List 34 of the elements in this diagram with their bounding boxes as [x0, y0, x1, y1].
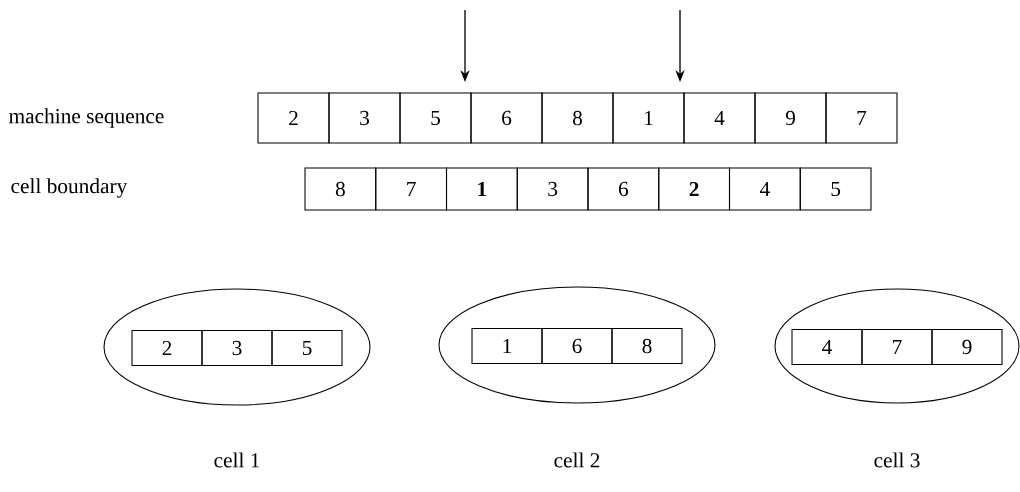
cell-ellipse — [438, 286, 716, 404]
sequence-cell: 4 — [683, 92, 756, 144]
cell-ellipse — [103, 288, 371, 406]
sequence-cell: 7 — [375, 167, 448, 211]
cell-ellipse — [774, 288, 1020, 404]
machine-box: 6 — [541, 327, 613, 365]
cell-caption: cell 2 — [554, 452, 600, 468]
sequence-cell: 5 — [399, 92, 472, 144]
machine-box: 9 — [931, 328, 1003, 366]
sequence-cell: 8 — [304, 167, 377, 211]
machine-box: 2 — [131, 329, 203, 367]
machine-box: 1 — [471, 327, 543, 365]
machine-box: 4 — [791, 328, 863, 366]
sequence-cell: 7 — [825, 92, 898, 144]
sequence-cell: 1 — [445, 167, 518, 211]
row-label: machine sequence — [9, 108, 164, 128]
sequence-cell: 5 — [799, 167, 872, 211]
machine-box: 3 — [201, 329, 273, 367]
sequence-cell: 9 — [754, 92, 827, 144]
sequence-cell: 2 — [658, 167, 731, 211]
sequence-cell: 3 — [328, 92, 401, 144]
sequence-cell: 2 — [257, 92, 330, 144]
row-label: cell boundary — [11, 178, 128, 198]
cell-caption: cell 3 — [874, 452, 920, 468]
sequence-cell: 4 — [728, 167, 801, 211]
cell-caption: cell 1 — [214, 452, 260, 468]
machine-box: 5 — [271, 329, 343, 367]
machine-box: 7 — [861, 328, 933, 366]
sequence-cell: 6 — [587, 167, 660, 211]
sequence-cell: 6 — [470, 92, 543, 144]
sequence-cell: 8 — [541, 92, 614, 144]
machine-box: 8 — [611, 327, 683, 365]
sequence-cell: 3 — [516, 167, 589, 211]
sequence-cell: 1 — [612, 92, 685, 144]
